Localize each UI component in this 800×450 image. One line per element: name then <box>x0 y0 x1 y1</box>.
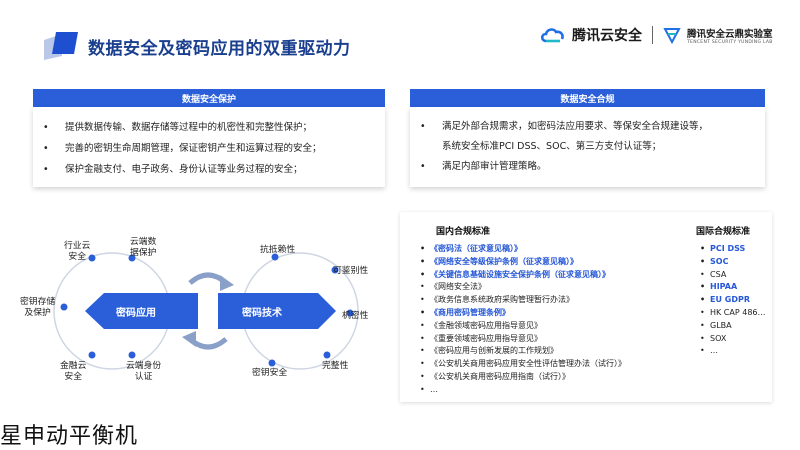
brand-name: 腾讯云安全 <box>572 28 642 44</box>
standard-item: … <box>700 345 766 358</box>
left-node-dot <box>60 303 68 311</box>
right-node-label: 可鉴别性 <box>333 266 369 276</box>
standard-item: 《网络安全法》 <box>420 281 626 294</box>
right-node-dot <box>323 351 331 359</box>
standard-item: 《重要领域密码应用指导意见》 <box>420 333 626 346</box>
tencent-cloud-logo-icon <box>540 28 564 43</box>
slide: 数据安全及密码应用的双重驱动力 腾讯云安全 腾讯安全云鼎实验室 TENCENT … <box>0 0 800 412</box>
standard-item: 《政务信息系统政府采购管理暂行办法》 <box>420 294 626 307</box>
left-arrow <box>85 293 198 329</box>
standard-item: 《网络安全等级保护条例（征求意见稿）》 <box>420 256 626 269</box>
standard-item: 《关键信息基础设施安全保护条例（征求意见稿）》 <box>420 269 626 282</box>
dual-drive-diagram: 密码应用 密码技术 行业云安全 云端数据保护 密钥存储及保护 金融云安全 云端身… <box>20 225 400 400</box>
standard-item: … <box>420 384 626 397</box>
panel-left-title: 数据安全保护 <box>33 89 385 107</box>
lab-name: 腾讯安全云鼎实验室 TENCENT SECURITY YUNDING LAB <box>687 26 773 45</box>
panel-left: 提供数据传输、数据存储等过程中的机密性和完整性保护； 完善的密钥生命周期管理，保… <box>33 107 385 187</box>
domestic-standards-list: 《密码法（征求意见稿）》《网络安全等级保护条例（征求意见稿）》《关键信息基础设施… <box>420 243 626 397</box>
brand: 腾讯云安全 腾讯安全云鼎实验室 TENCENT SECURITY YUNDING… <box>540 20 773 50</box>
list-item: 系统安全标准PCI DSS、SOC、第三方支付认证等； <box>442 141 662 152</box>
standard-item: CSA <box>700 269 766 282</box>
left-node-label: 云端身份认证 <box>126 361 162 382</box>
panel-right: 满足外部合规需求，如密码法应用要求、等保安全合规建设等， 系统安全标准PCI D… <box>410 107 765 187</box>
standard-item: 《商用密码管理条例》 <box>420 307 626 320</box>
standard-item: HK CAP 486… <box>700 307 766 320</box>
right-node-dot <box>346 309 354 317</box>
list-item: 完善的密钥生命周期管理，保证密钥产生和运算过程的安全； <box>43 138 385 159</box>
left-node-label: 金融云安全 <box>60 361 87 382</box>
right-node-dot <box>271 253 279 261</box>
international-standards-list: PCI DSSSOCCSAHIPAAEU GDPRHK CAP 486…GLBA… <box>700 243 766 358</box>
list-item: 满足外部合规需求，如密码法应用要求、等保安全合规建设等， <box>420 117 765 137</box>
left-node-label: 行业云安全 <box>64 241 91 262</box>
standard-item: PCI DSS <box>700 243 766 256</box>
left-node-label: 密钥存储及保护 <box>20 297 56 318</box>
yunding-lab-logo-icon <box>663 28 681 44</box>
standard-item: 《密码应用与创新发展的工作规划》 <box>420 345 626 358</box>
right-node-dot <box>268 359 276 367</box>
standard-item: 《金融领域密码应用指导意见》 <box>420 320 626 333</box>
diagram-graphic <box>53 252 359 370</box>
lab-name-en: TENCENT SECURITY YUNDING LAB <box>687 39 773 45</box>
lab-name-cn: 腾讯安全云鼎实验室 <box>687 28 773 40</box>
standard-item: HIPAA <box>700 281 766 294</box>
left-node-label: 云端数据保护 <box>130 237 157 258</box>
cycle-arrow-bottom-head <box>182 331 196 347</box>
right-node-label: 完整性 <box>322 361 349 371</box>
list-item: 保护金融支付、电子政务、身份认证等业务过程的安全； <box>43 159 385 180</box>
left-node-dot <box>88 351 96 359</box>
page-title: 数据安全及密码应用的双重驱动力 <box>88 39 351 59</box>
panel-right-title: 数据安全合规 <box>410 89 765 107</box>
right-node-label: 抗抵赖性 <box>260 245 296 255</box>
brand-divider <box>652 26 653 44</box>
right-node-dot <box>331 266 339 274</box>
right-node-label: 密钥安全 <box>252 368 288 378</box>
left-center-label: 密码应用 <box>116 308 156 319</box>
standard-item: GLBA <box>700 320 766 333</box>
standard-item: 《公安机关商用密码应用安全性评估管理办法（试行）》 <box>420 358 626 371</box>
right-center-label: 密码技术 <box>242 308 282 319</box>
list-item: 提供数据传输、数据存储等过程中的机密性和完整性保护； <box>43 117 385 138</box>
right-arrow <box>218 293 336 329</box>
cycle-arrow-top-head <box>220 275 234 291</box>
domestic-standards-title: 国内合规标准 <box>436 227 491 237</box>
title-mark-icon <box>44 32 78 60</box>
caption: 星申动平衡机 <box>0 424 139 449</box>
list-item: 满足内部审计管理策略。 <box>420 157 765 177</box>
standard-item: SOC <box>700 256 766 269</box>
international-standards-title: 国际合规标准 <box>696 227 751 237</box>
standard-item: SOX <box>700 333 766 346</box>
standard-item: 《公安机关商用密码应用指南（试行）》 <box>420 371 626 384</box>
left-node-dot <box>128 351 136 359</box>
standard-item: 《密码法（征求意见稿）》 <box>420 243 626 256</box>
standard-item: EU GDPR <box>700 294 766 307</box>
left-node-dot <box>128 254 136 262</box>
left-node-dot <box>88 254 96 262</box>
right-node-label: 机密性 <box>342 311 369 321</box>
